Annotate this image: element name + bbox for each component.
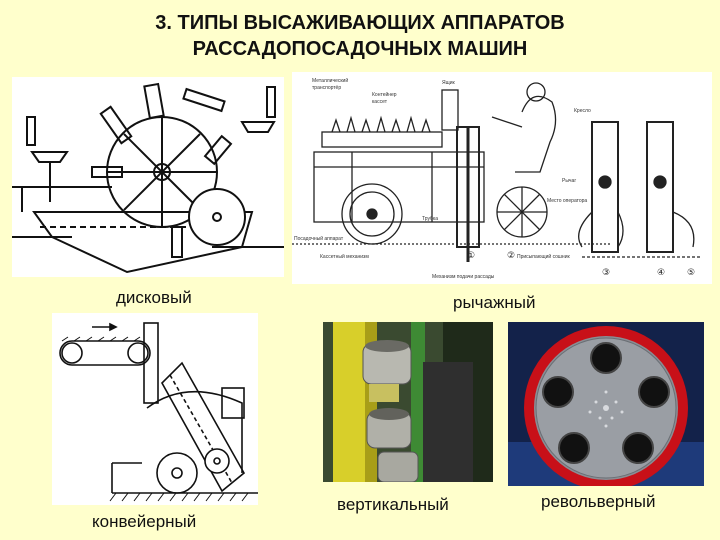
step-number-1: ① (467, 251, 475, 261)
title-line-1: 3. ТИПЫ ВЫСАЖИВАЮЩИХ АППАРАТОВ (155, 12, 565, 34)
vertical-photo-svg (323, 322, 493, 482)
revolver-photo-svg (508, 322, 704, 486)
label-operator-place: Место оператора (547, 198, 587, 204)
conveyor-apparatus-diagram (52, 313, 258, 505)
label-coulter: Присыпающий сошник (517, 253, 570, 260)
label-tube: Трубка (422, 216, 438, 222)
label-lever: Рычаг (562, 178, 576, 184)
step-number-3: ③ (602, 268, 610, 278)
slide-title: 3. ТИПЫ ВЫСАЖИВАЮЩИХ АППАРАТОВ РАССАДОПО… (0, 10, 720, 62)
step-number-4: ④ (657, 268, 665, 278)
caption-revolver: револьверный (541, 492, 656, 511)
title-line-2: РАССАДОПОСАДОЧНЫХ МАШИН (192, 38, 528, 60)
label-conveyor-2: транспортёр (312, 85, 341, 91)
vertical-apparatus-photo (323, 322, 493, 482)
label-feed-mechanism: Механизм подачи рассады (432, 274, 495, 280)
label-container-2: кассет (372, 99, 388, 105)
caption-disk: дисковый (116, 288, 192, 307)
label-seat: Кресло (574, 108, 591, 114)
disk-apparatus-diagram (12, 77, 284, 277)
caption-conveyor: конвейерный (92, 512, 197, 531)
lever-diagram-svg: Металлический транспортёр Контейнер касс… (292, 77, 702, 280)
step-number-2: ② (507, 251, 515, 261)
conveyor-diagram-svg (59, 322, 258, 502)
label-planting-apparatus: Посадочный аппарат (294, 235, 344, 242)
label-conveyor: Металлический (312, 77, 348, 84)
revolver-apparatus-photo (508, 322, 704, 486)
label-container: Контейнер (372, 91, 397, 98)
label-cassette-mechanism: Кассетный механизм (320, 253, 369, 260)
lever-machine-diagram: Металлический транспортёр Контейнер касс… (292, 72, 712, 284)
label-box: Ящик (442, 80, 456, 86)
caption-lever: рычажный (453, 293, 536, 312)
step-number-5: ⑤ (687, 268, 695, 278)
caption-vertical: вертикальный (337, 495, 449, 514)
disk-diagram-svg (12, 82, 284, 274)
